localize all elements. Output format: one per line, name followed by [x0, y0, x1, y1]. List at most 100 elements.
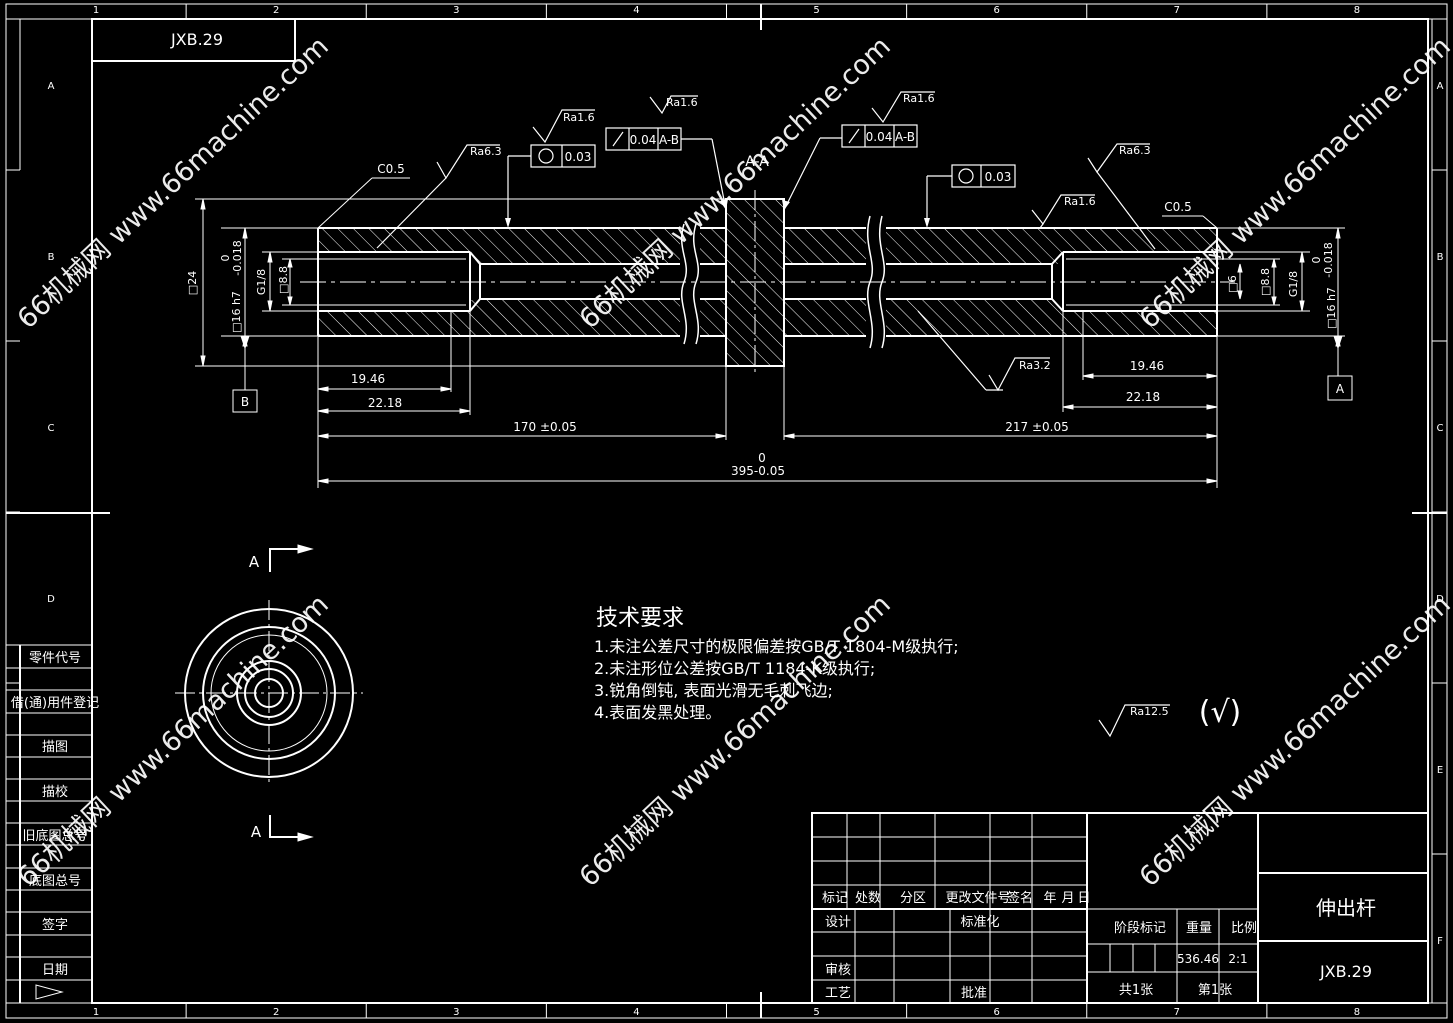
tb-stage-mark: 阶段标记: [1114, 921, 1166, 936]
left-label-signature: 签字: [42, 917, 68, 933]
zone-number-bottom: 4: [633, 1007, 639, 1018]
gdt-2-datum: A-B: [895, 130, 915, 144]
tb-header-count: 处数: [855, 891, 881, 906]
roughness-label-1: Ra6.3: [470, 145, 502, 158]
watermarks: 66机械网 www.66machine.com 66机械网 www.66mach…: [12, 31, 1453, 893]
dim-left-22-18: 22.18: [368, 396, 402, 410]
zone-number-top: 3: [453, 5, 459, 16]
zone-number-bottom: 3: [453, 1007, 459, 1018]
dim-total-upper: 0: [758, 451, 766, 465]
left-label-borrowed: 借(通)用件登记: [11, 696, 99, 711]
section-label-bottom: A: [251, 823, 262, 841]
dim-left-thread: G1/8: [255, 269, 268, 295]
zone-letter-right: C: [1437, 423, 1444, 434]
zone-number-bottom: 7: [1174, 1007, 1180, 1018]
chamfer-left: C0.5: [377, 162, 404, 176]
zone-number-top: 6: [994, 5, 1000, 16]
gdt-4-tolerance: 0.03: [985, 170, 1012, 184]
tb-header-mark: 标记: [822, 891, 848, 906]
zone-letter-right: A: [1437, 81, 1444, 92]
zone-number-top: 7: [1174, 5, 1180, 16]
dim-left-tol-lower: -0.018: [231, 240, 244, 275]
zone-letter-right: F: [1437, 936, 1443, 947]
dim-left-fit: □16 h7: [230, 291, 243, 333]
general-roughness-value: Ra12.5: [1130, 705, 1169, 718]
tb-header-year: 年: [1043, 891, 1056, 906]
tb-total-sheets: 共1张: [1119, 983, 1153, 998]
roughness-label-7: Ra3.2: [1019, 359, 1051, 372]
tb-header-zone: 分区: [900, 891, 926, 906]
datum-markers: [232, 335, 1353, 413]
zone-letter-left: D: [47, 594, 55, 605]
dim-right-tol-lower: -0.018: [1322, 242, 1335, 277]
roughness-label-6: Ra6.3: [1119, 144, 1151, 157]
roughness-label-2: Ra1.6: [563, 111, 595, 124]
left-label-part-code: 零件代号: [29, 651, 81, 666]
dim-170: 170 ±0.05: [513, 420, 577, 434]
zone-number-bottom: 5: [813, 1007, 819, 1018]
zone-number-top: 5: [813, 5, 819, 16]
chamfer-right: C0.5: [1164, 200, 1191, 214]
roughness-symbols: [376, 91, 1170, 738]
tb-standardize: 标准化: [960, 915, 999, 930]
general-roughness-check: (√): [1199, 695, 1242, 730]
zone-letter-left: A: [48, 81, 55, 92]
dim-217: 217 ±0.05: [1005, 420, 1069, 434]
zone-number-top: 8: [1354, 5, 1360, 16]
tb-approve: 批准: [961, 986, 987, 1001]
code-box-text: JXB.29: [170, 30, 223, 49]
section-view: [175, 544, 363, 842]
tb-design: 设计: [825, 915, 851, 930]
zone-letter-right: B: [1437, 252, 1444, 263]
tb-weight: 536.46: [1177, 952, 1219, 966]
notes-title: 技术要求: [596, 606, 684, 631]
tb-sheet-no: 第1张: [1198, 983, 1232, 998]
zone-number-bottom: 6: [994, 1007, 1000, 1018]
dim-right-19-46: 19.46: [1130, 359, 1164, 373]
tb-header-change-doc: 更改文件号: [945, 891, 1010, 906]
tb-header-month: 月: [1061, 891, 1074, 906]
roughness-label-4: Ra1.6: [903, 92, 935, 105]
zone-number-bottom: 2: [273, 1007, 279, 1018]
zone-number-bottom: 8: [1354, 1007, 1360, 1018]
shaft-main-view: [300, 190, 1235, 375]
dim-left-tol-upper: 0: [219, 255, 232, 262]
gdt-1-datum: A-B: [659, 133, 679, 147]
note-line-2: 2.未注形位公差按GB/T 1184-K级执行;: [594, 659, 875, 678]
dimension-lines: [195, 198, 1345, 488]
code-box: [92, 19, 296, 62]
left-label-trace: 描图: [42, 740, 68, 755]
dim-total-length: 395-0.05: [731, 464, 785, 478]
dim-right-tol-upper: 0: [1310, 257, 1323, 264]
tb-scale-label: 比例: [1231, 921, 1257, 936]
gdt-2-tolerance: 0.04: [866, 130, 893, 144]
zone-number-top: 2: [273, 5, 279, 16]
dim-left-19-46: 19.46: [351, 372, 385, 386]
zone-column-ticks: [185, 4, 1268, 1018]
roughness-label-3: Ra1.6: [666, 96, 698, 109]
dim-right-22-18: 22.18: [1126, 390, 1160, 404]
zone-letter-left: C: [48, 423, 55, 434]
note-line-1: 1.未注公差尺寸的极限偏差按GB/T 1804-M级执行;: [594, 637, 959, 656]
tb-header-sign: 签名: [1007, 890, 1033, 906]
section-label-top: A: [249, 553, 260, 571]
tb-part-name: 伸出杆: [1316, 896, 1376, 920]
watermark-5: 66机械网 www.66machine.com: [574, 589, 897, 893]
tb-drawing-number: JXB.29: [1319, 962, 1372, 981]
datum-a-label: A: [1336, 382, 1345, 396]
dim-left-inner: □8.8: [277, 266, 290, 294]
left-column-frame: [6, 644, 92, 1003]
left-label-trace-check: 描校: [42, 784, 68, 800]
tb-scale: 2:1: [1228, 952, 1247, 966]
dim-right-fit: □16 h7: [1325, 287, 1338, 329]
left-label-date: 日期: [42, 963, 68, 978]
roughness-label-5: Ra1.6: [1064, 195, 1096, 208]
title-block-grid: [811, 812, 1429, 1004]
tb-process: 工艺: [825, 986, 851, 1001]
tb-header-day: 日: [1077, 891, 1090, 906]
left-label-old-base: 旧底图总号: [22, 828, 87, 844]
watermark-6: 66机械网 www.66machine.com: [1134, 589, 1453, 893]
